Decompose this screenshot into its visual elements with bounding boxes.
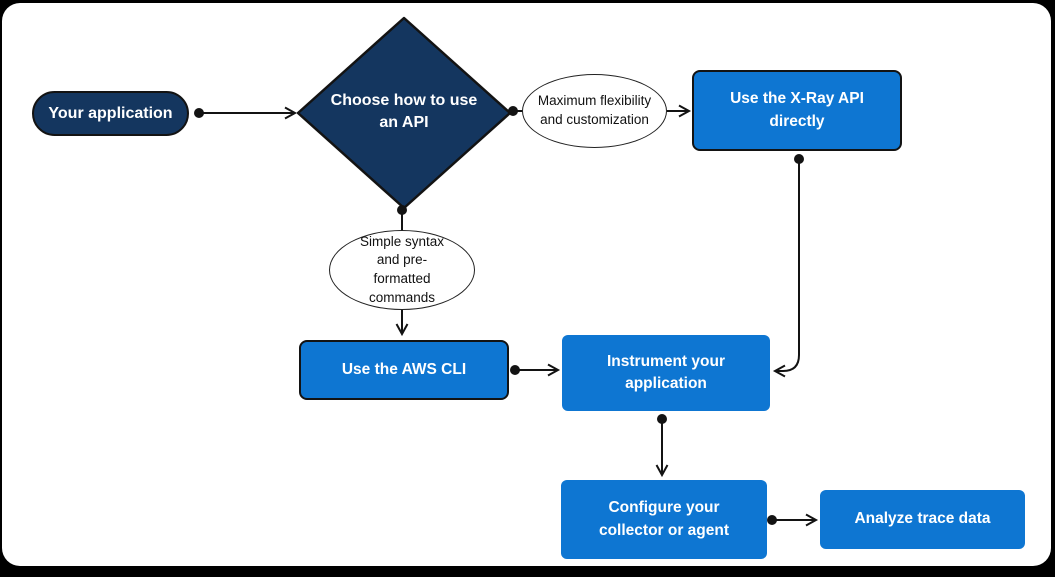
junction-dot-diamond-bottom: [397, 205, 407, 215]
junction-dot-cli-right: [510, 365, 520, 375]
node-use-aws-cli: Use the AWS CLI: [299, 340, 509, 400]
node-use-xray-api: Use the X-Ray API directly: [692, 70, 902, 151]
node-simple-syntax: Simple syntax and pre-formatted commands: [329, 230, 475, 310]
junction-dot-instrument-bottom: [657, 414, 667, 424]
node-instrument-application: Instrument your application: [562, 335, 770, 411]
node-choose-api-label: Choose how to use an API: [330, 92, 478, 131]
connector-layer: [194, 16, 819, 527]
node-configure-collector: Configure your collector or agent: [561, 480, 767, 559]
junction-dot-xray-bottom: [794, 154, 804, 164]
junction-dot-application: [194, 108, 204, 118]
connector-xray-to-instrument: [772, 160, 800, 378]
junction-dot-configure-right: [767, 515, 777, 525]
node-analyze-trace-data: Analyze trace data: [820, 490, 1025, 549]
junction-dot-diamond-right: [508, 106, 518, 116]
diagram-canvas: Your application Choose how to use an AP…: [2, 3, 1051, 566]
node-max-flexibility: Maximum flexibility and customization: [522, 74, 667, 148]
node-your-application: Your application: [32, 91, 189, 136]
